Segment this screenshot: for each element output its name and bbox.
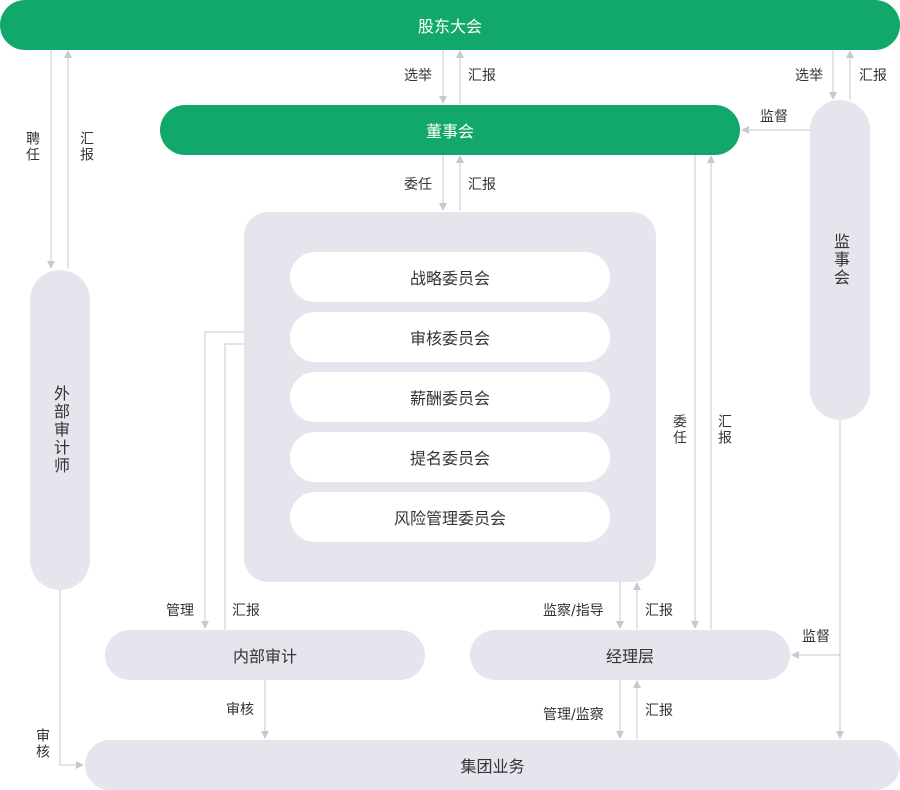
label-internal-report: 汇报 <box>232 603 260 619</box>
committee-risk: 风险管理委员会 <box>290 492 610 542</box>
node-external-auditor: 外部审计师 <box>30 270 90 590</box>
label-committee-manage: 管理 <box>166 603 194 619</box>
label-elect-supervisory: 选举 <box>795 68 823 84</box>
label-board-appoint: 委任 <box>404 177 432 193</box>
label-board-appoint-mgmt: 委任 <box>671 414 687 446</box>
node-board: 董事会 <box>160 105 740 155</box>
committee-nomination: 提名委员会 <box>290 432 610 482</box>
label-auditor-report: 汇报 <box>78 131 94 163</box>
arrow-auditor-audit <box>59 590 84 769</box>
label-panel-report: 汇报 <box>468 177 496 193</box>
label-auditor-audit: 审核 <box>34 728 50 760</box>
node-group-business: 集团业务 <box>85 740 900 790</box>
label-board-report: 汇报 <box>468 68 496 84</box>
label-elect-board: 选举 <box>404 68 432 84</box>
node-external-auditor-label: 外部审计师 <box>51 385 70 475</box>
label-hire-auditor: 聘任 <box>24 131 40 163</box>
node-supervisory: 监事会 <box>810 100 870 420</box>
committee-remuneration: 薪酬委员会 <box>290 372 610 422</box>
label-group-report: 汇报 <box>645 703 673 719</box>
node-management: 经理层 <box>470 630 790 680</box>
label-mgmt-report-board: 汇报 <box>716 414 732 446</box>
node-internal-audit: 内部审计 <box>105 630 425 680</box>
label-supervisory-report: 汇报 <box>859 68 887 84</box>
label-internal-audit: 审核 <box>226 702 254 718</box>
node-supervisory-label: 监事会 <box>831 233 850 287</box>
label-panel-guide: 监察/指导 <box>543 603 604 619</box>
node-shareholders: 股东大会 <box>0 0 900 50</box>
label-supervise-mgmt: 监督 <box>802 629 830 645</box>
committee-strategy: 战略委员会 <box>290 252 610 302</box>
committee-audit: 审核委员会 <box>290 312 610 362</box>
label-supervise-board: 监督 <box>760 109 788 125</box>
label-mgmt-report-panel: 汇报 <box>645 603 673 619</box>
label-mgmt-manage: 管理/监察 <box>543 707 604 723</box>
